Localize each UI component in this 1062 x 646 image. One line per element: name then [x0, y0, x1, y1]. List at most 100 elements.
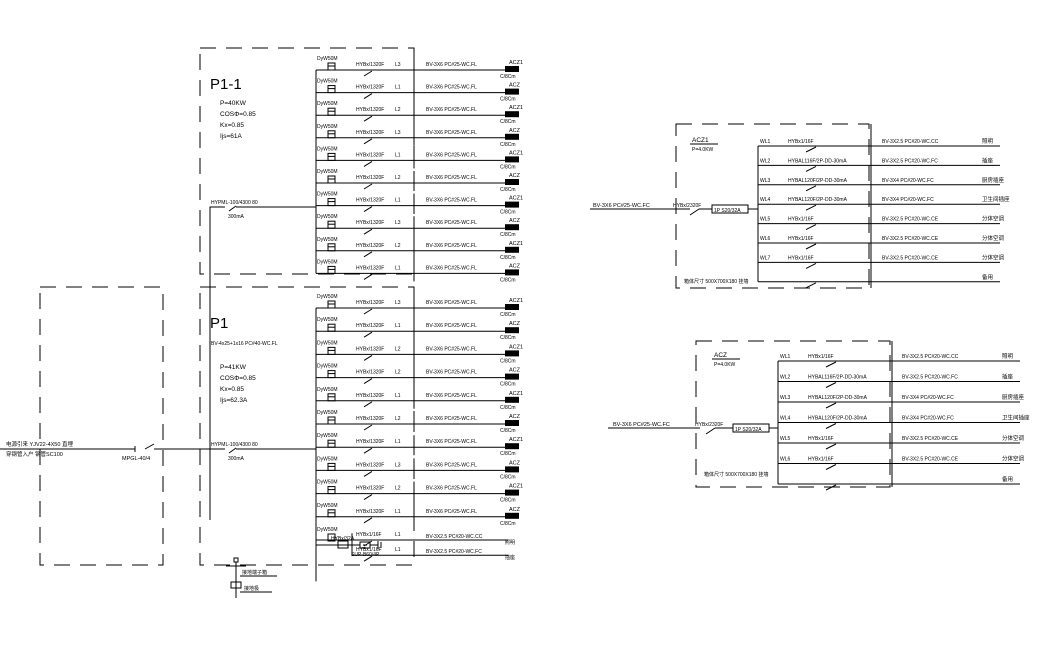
cable-label: BV-3X2.5 PC#20-WC.CE [882, 255, 939, 261]
spd-device-label: HYBx/32A [331, 536, 355, 542]
destination-label: 分体空调 [982, 215, 1005, 223]
breaker-blade [363, 93, 373, 100]
destination-label: ACZ1 [509, 298, 523, 304]
panel-p1-title: P1 [210, 315, 228, 332]
panel-p1-param: COSΦ=0.85 [220, 375, 256, 382]
main-breaker-blade [689, 208, 700, 216]
breaker-label: HYBx/1320F [356, 370, 384, 376]
breaker-blade [363, 138, 373, 145]
breaker-blade [825, 484, 837, 491]
breaker-blade [363, 70, 373, 77]
destination-sub-label: C/8Cm [500, 335, 516, 341]
breaker-blade [363, 308, 373, 315]
destination-sub-label: C/8Cm [500, 210, 516, 216]
circuit-id: WL3 [780, 395, 791, 401]
phase-label: L2 [395, 486, 401, 492]
breaker-blade [363, 183, 373, 190]
destination-label: ACZ [509, 414, 521, 420]
load-box-icon [505, 179, 519, 185]
load-box-icon [505, 133, 519, 140]
cable-label: BV-3X6 PC#25-WC.FL [426, 265, 477, 271]
panel-p1: P1 BV-4x25+1x16 PC#40-WC.FL P=41KW COSΦ=… [199, 286, 523, 582]
acz-feeder-label: BV-3X6 PC#25-WC.FC [613, 422, 670, 428]
destination-sub-label: C/8Cm [500, 451, 516, 457]
ground-terminal-icon [233, 557, 239, 563]
load-box-icon [505, 373, 519, 380]
destination-sub-label: C/8Cm [500, 255, 516, 261]
cable-label: BV-3X6 PC#25-WC.FL [426, 175, 477, 181]
destination-sub-label: C/8Cm [500, 358, 516, 364]
breaker-label: HYBx/1320F [356, 416, 384, 422]
destination-label: 插座 [982, 156, 994, 164]
circuit-id: WL7 [760, 255, 771, 261]
breaker-label: HYBAL116F/2P-DD-30mA [808, 375, 867, 381]
breaker-label: HYBx1/16F [356, 532, 382, 538]
cable-label: BV-3X6 PC#25-WC.FL [426, 346, 477, 352]
destination-label: 分体空调 [1002, 434, 1025, 442]
cable-label: BV-3X6 PC#25-WC.FL [426, 393, 477, 399]
circuit-id: WL1 [760, 139, 771, 145]
destination-label: ACZ1 [509, 196, 523, 202]
cable-label: BV-3X2.5 PC#20-WC.FC [426, 549, 482, 555]
destination-label: 备用 [1002, 475, 1013, 483]
destination-label: ACZ [509, 368, 521, 374]
cable-label: BV-3X4 PC#20-WC.FC [902, 395, 954, 401]
load-box-icon [505, 350, 519, 357]
phase-label: L2 [395, 416, 401, 422]
cable-label: BV-3X6 PC#25-WC.FL [426, 152, 477, 158]
destination-label: ACZ1 [509, 437, 523, 443]
breaker-blade [363, 494, 373, 501]
breaker-blade [805, 243, 817, 250]
incoming-meter-box: 电源引来 YJV22-4X50 直埋 穿钢管入户 钢管SC100 MPGL-40… [0, 286, 214, 566]
destination-label: ACZ [509, 173, 521, 179]
phase-label: L3 [395, 62, 401, 68]
breaker-label: HYBx1/16F [788, 139, 814, 145]
destination-label: 插座 [505, 554, 515, 561]
cable-label: BV-3X2.5 PC#20-WC.FC [902, 375, 958, 381]
breaker-label: HYBx/1320F [356, 265, 384, 271]
circuit-id: WL5 [760, 217, 771, 223]
spd-label: DyW50M [317, 214, 338, 220]
panel-p1-param: Kx=0.85 [220, 386, 244, 393]
main-breaker-blade [705, 427, 716, 435]
breaker-blade [805, 146, 817, 153]
destination-sub-label: C/8Cm [500, 164, 516, 170]
spd-model-label: SUP-B60/4P [351, 552, 380, 558]
breaker-label: HYBAL120F/2P-DD-30mA [788, 178, 848, 184]
destination-label: 照明 [1002, 353, 1014, 360]
panel-p1-main-breaker-rcd: 300mA [228, 456, 245, 462]
panel-p1-feeder-label: BV-4x25+1x16 PC#40-WC.FL [211, 341, 278, 347]
destination-label: ACZ1 [509, 484, 523, 490]
destination-label: ACZ1 [509, 391, 523, 397]
circuit-id: WL6 [760, 236, 771, 242]
incoming-breaker-label: MPGL-40/4 [122, 456, 150, 462]
phase-label: L1 [395, 547, 401, 553]
breaker-blade [805, 185, 817, 192]
breaker-label: HYBx/1320F [356, 152, 384, 158]
phase-label: L1 [395, 393, 401, 399]
breaker-label: HYBx/1320F [356, 393, 384, 399]
breaker-label: HYBx1/16F [788, 236, 814, 242]
circuit-id: WL2 [760, 158, 771, 164]
destination-sub-label: C/8Cm [500, 498, 516, 504]
cable-label: BV-3X6 PC#25-WC.FL [426, 323, 477, 329]
destination-label: 分体空调 [982, 234, 1005, 242]
load-box-icon [505, 269, 519, 276]
panel-p1-1-param: COSΦ=0.85 [220, 111, 256, 118]
breaker-label: HYBx/1320F [356, 486, 384, 492]
breaker-blade [363, 251, 373, 258]
destination-sub-label: C/8Cm [500, 187, 516, 193]
panel-acz-power: P=4.0KW [714, 362, 736, 368]
breaker-blade [363, 354, 373, 361]
cable-label: BV-3X6 PC#25-WC.FL [426, 486, 477, 492]
breaker-blade [363, 228, 373, 235]
destination-sub-label: C/8Cm [500, 142, 516, 148]
